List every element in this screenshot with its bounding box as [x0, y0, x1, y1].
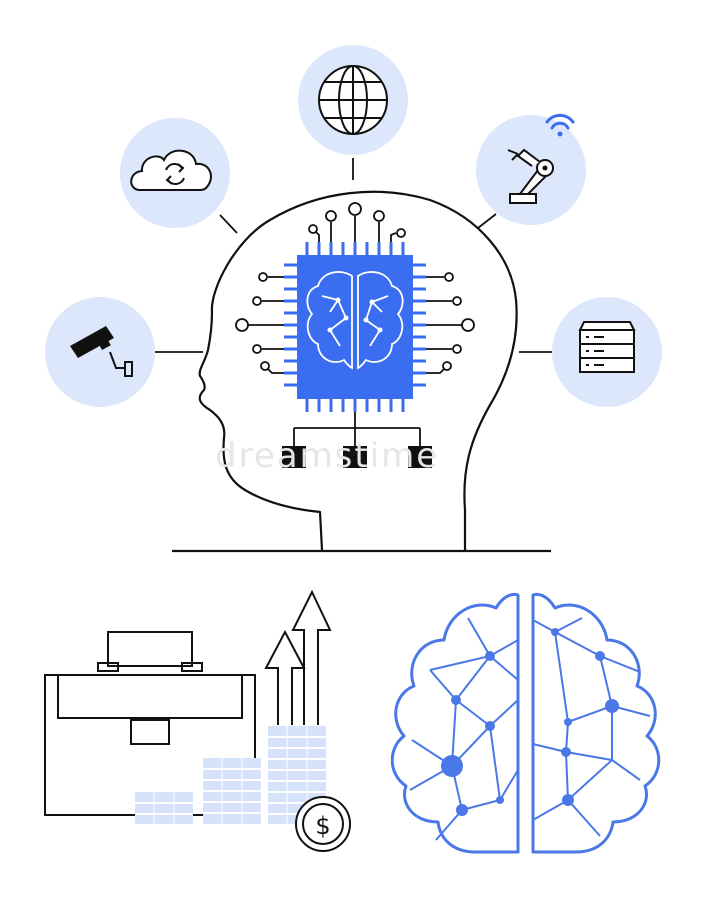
watermark-text: dreamstime [215, 436, 440, 476]
growth-arrows-icon [264, 589, 332, 725]
hierarchy-diagram [282, 412, 432, 468]
globe-icon [298, 45, 408, 155]
robotic-arm-icon [476, 115, 586, 225]
coin-stacks-icon [135, 726, 326, 824]
head-silhouette [172, 190, 551, 553]
server-icon [552, 297, 662, 407]
dollar-coin-icon: $ [295, 796, 351, 852]
svg-text:$: $ [315, 812, 330, 840]
connector-lines [155, 158, 552, 353]
brain-chip [284, 242, 426, 412]
security-camera-icon [45, 297, 155, 407]
circuit-traces [235, 202, 475, 374]
wifi-icon [545, 113, 575, 137]
cloud-sync-icon [120, 118, 230, 228]
network-brain-icon [390, 592, 661, 854]
